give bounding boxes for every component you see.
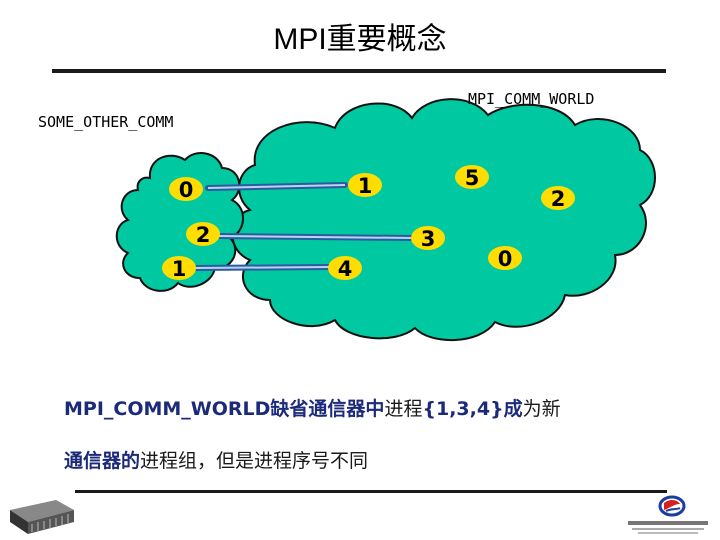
- node-other-2: 2: [186, 222, 220, 247]
- node-label: 3: [421, 227, 436, 251]
- arrow-2-to-3: [215, 233, 415, 241]
- caption-line1-bold: MPI_COMM_WORLD缺省通信器中: [64, 398, 385, 420]
- node-label: 2: [196, 223, 211, 247]
- caption-line2-normal: 进程组，但是进程序号不同: [140, 450, 369, 472]
- caption-line1-normal: 进程: [384, 398, 423, 420]
- caption-line2-bold: 通信器的: [64, 450, 141, 472]
- node-other-1: 1: [162, 256, 196, 281]
- node-world-3: 3: [411, 226, 445, 251]
- server-rack-logo-icon: [10, 500, 74, 534]
- node-label: 0: [179, 178, 194, 202]
- node-world-4: 4: [328, 256, 362, 281]
- supercomputing-center-logo-icon: [628, 495, 708, 534]
- caption-line1-normal2: 为新: [522, 398, 561, 420]
- world-comm-label: MPI_COMM_WORLD: [468, 90, 595, 108]
- arrow-0-to-1: [205, 182, 348, 191]
- node-label: 5: [465, 166, 480, 190]
- world-cloud: [231, 98, 656, 342]
- node-world-2: 2: [541, 186, 575, 211]
- node-label: 1: [358, 174, 373, 198]
- other-comm-label: SOME_OTHER_COMM: [38, 113, 174, 131]
- node-label: 4: [338, 257, 353, 281]
- node-world-5: 5: [455, 165, 489, 190]
- caption-line-1: MPI_COMM_WORLD缺省通信器中进程{1,3,4}成为新: [64, 394, 561, 421]
- node-label: 1: [172, 257, 187, 281]
- slide-title: MPI重要概念: [273, 23, 447, 56]
- caption-line-2: 通信器的进程组，但是进程序号不同: [64, 446, 368, 473]
- bottom-divider: [75, 490, 667, 493]
- node-label: 0: [498, 247, 513, 271]
- node-label: 2: [551, 187, 566, 211]
- top-divider: [52, 69, 666, 73]
- node-other-0: 0: [169, 177, 203, 202]
- node-world-0: 0: [488, 246, 522, 271]
- caption-line1-bold2: {1,3,4}成: [422, 398, 523, 420]
- arrow-1-to-4: [192, 264, 333, 271]
- node-world-1: 1: [348, 173, 382, 198]
